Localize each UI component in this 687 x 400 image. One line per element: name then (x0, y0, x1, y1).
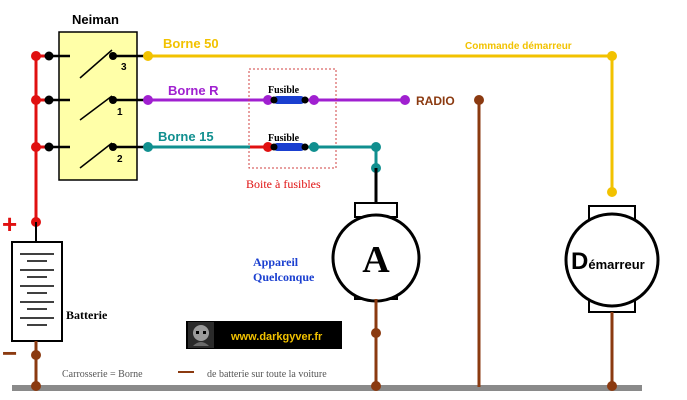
appliance-ground-node-2 (371, 381, 381, 391)
battery-plus-sign: + (2, 209, 17, 239)
red-node-fuse-in (263, 142, 273, 152)
watermark-logo (188, 322, 214, 348)
starter-label: Démarreur (571, 248, 645, 275)
battery-cells (20, 253, 54, 326)
purple-node-end (400, 95, 410, 105)
pin-1-label: 1 (117, 107, 123, 118)
red-node-mid (31, 95, 41, 105)
fuse-2-cap-right (301, 143, 309, 151)
borne-15-label: Borne 15 (158, 129, 214, 144)
battery-minus-sign: − (2, 338, 17, 368)
switch-blade-3 (79, 49, 113, 79)
pin-3-label: 3 (121, 62, 127, 73)
term-left-1 (44, 51, 54, 61)
teal-node-corner (371, 142, 381, 152)
commande-demarreur-label: Commande démarreur (465, 41, 572, 52)
yellow-node-corner (607, 51, 617, 61)
red-node-bot (31, 142, 41, 152)
fuse-1-body (274, 96, 304, 104)
appliance-letter: A (362, 239, 390, 281)
term-left-3 (44, 142, 54, 152)
ground-rail (12, 385, 642, 391)
yellow-node-end (607, 187, 617, 197)
fuse-1-label: Fusible (268, 85, 300, 96)
teal-wire-borne15 (146, 145, 378, 205)
appliance-label-line1: Appareil (253, 255, 299, 269)
appliance-ground-node-1 (371, 328, 381, 338)
battery-ground-node-2 (31, 381, 41, 391)
fuse-box-outline (248, 68, 337, 169)
starter-ground-node (607, 381, 617, 391)
fuse-1-cap-right (301, 96, 309, 104)
starter-body (564, 212, 660, 308)
starter-rest: émarreur (588, 257, 644, 272)
switch-blade-2 (79, 142, 113, 169)
battery-label: Batterie (66, 308, 108, 322)
radio-ground-node (474, 95, 484, 105)
carrosserie-label: Carrosserie = Borne (62, 369, 143, 380)
teal-node-fuse-out (309, 142, 319, 152)
appliance-label-line2: Quelconque (253, 270, 315, 284)
carrosserie-rest-label: de batterie sur toute la voiture (207, 369, 327, 380)
purple-node-fuse-out (309, 95, 319, 105)
fuse-1-cap-left (270, 96, 278, 104)
battery-ground-node-1 (31, 350, 41, 360)
teal-node-start (143, 142, 153, 152)
pin-2-label: 2 (117, 154, 123, 165)
switch-blade-1 (79, 95, 113, 121)
borne-r-label: Borne R (168, 83, 219, 98)
neiman-title: Neiman (72, 12, 119, 27)
purple-node-start (143, 95, 153, 105)
red-node-top (31, 51, 41, 61)
purple-node-fuse-in (263, 95, 273, 105)
yellow-node-start (143, 51, 153, 61)
fuse-2-body (274, 143, 304, 151)
fuse-2-label: Fusible (268, 133, 300, 144)
borne-50-label: Borne 50 (163, 36, 219, 51)
starter-letter: D (571, 248, 588, 275)
fuse-2-cap-left (270, 143, 278, 151)
battery-body (11, 241, 63, 342)
radio-label: RADIO (416, 94, 455, 108)
term-left-2 (44, 95, 54, 105)
fuse-box-label: Boite à fusibles (246, 177, 321, 191)
watermark-text: www.darkgyver.fr (230, 331, 323, 343)
